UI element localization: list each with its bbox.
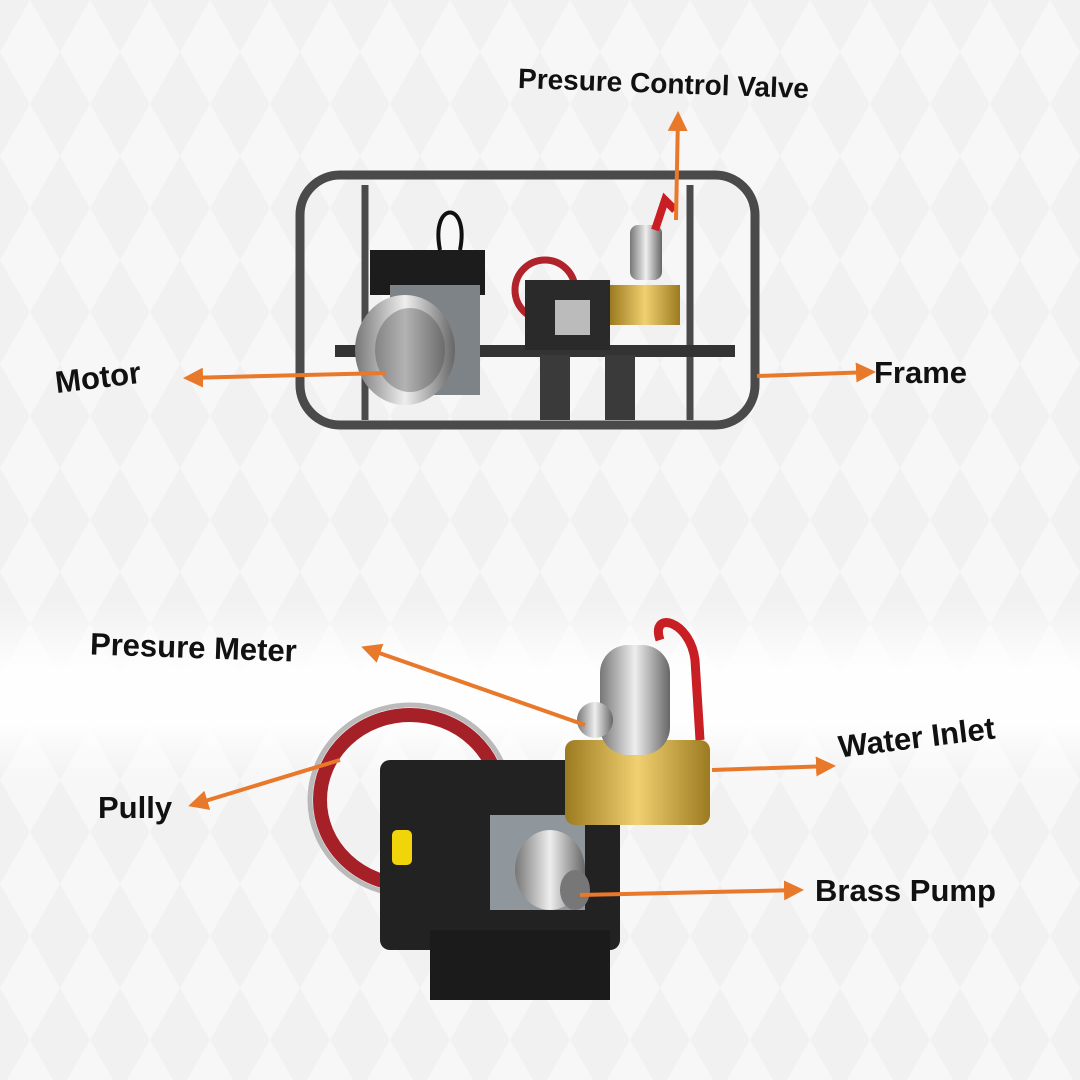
frame: [295, 170, 760, 430]
label-pulley: Pully: [98, 790, 173, 825]
background-band: [0, 600, 1080, 780]
label-frame: Frame: [874, 355, 968, 390]
pump-assembly: [307, 618, 710, 1000]
arrow-inlet: [711, 756, 836, 777]
arrow-meter: [361, 643, 586, 727]
arrow-motor: [183, 367, 386, 388]
arrow-frame: [756, 362, 876, 383]
callout-arrows: [183, 111, 876, 901]
label-brass-pump: Brass Pump: [815, 873, 996, 908]
arrow-pump: [579, 880, 804, 901]
label-pressure-meter: Presure Meter: [89, 626, 298, 669]
sprayer-machine-assembly: [295, 170, 760, 430]
arrow-pulley: [188, 758, 341, 810]
motor: [355, 210, 485, 405]
arrow-valve: [667, 111, 688, 221]
